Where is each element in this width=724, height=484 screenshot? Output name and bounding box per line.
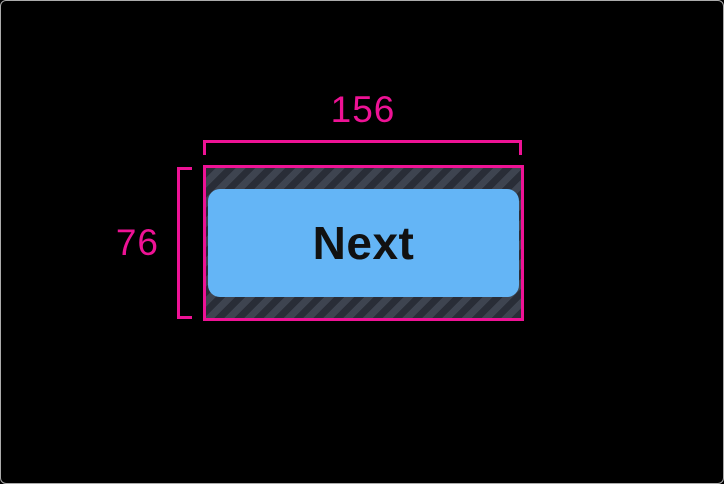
height-dimension-label: 76 bbox=[115, 222, 159, 263]
width-measure-bracket bbox=[203, 140, 522, 155]
height-measure-bracket bbox=[177, 167, 192, 319]
next-button[interactable]: Next bbox=[208, 189, 519, 297]
next-button-label: Next bbox=[312, 217, 415, 269]
measured-region-outline: Next bbox=[203, 165, 524, 321]
width-dimension-label: 156 bbox=[330, 89, 396, 130]
